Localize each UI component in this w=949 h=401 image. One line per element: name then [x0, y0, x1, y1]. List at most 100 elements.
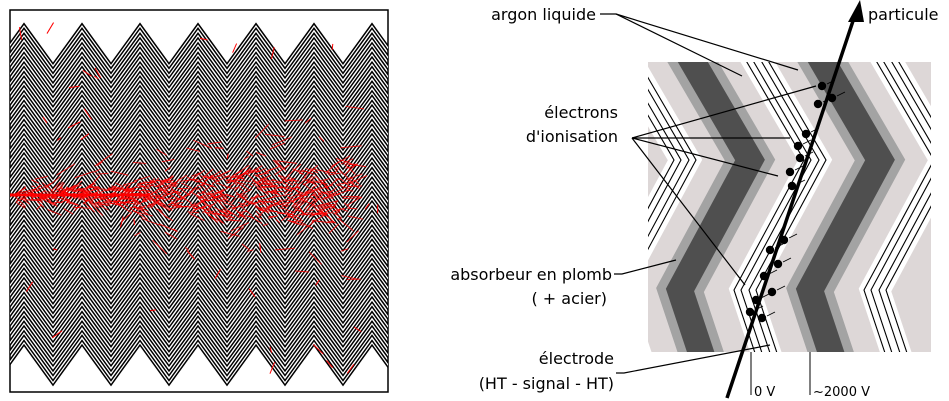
accordion-layer-gap [10, 130, 388, 173]
shower-track [54, 186, 63, 192]
shower-track [340, 145, 362, 149]
shower-track [95, 196, 106, 200]
shower-track [305, 175, 314, 182]
shower-track [192, 169, 205, 180]
shower-track [207, 194, 224, 202]
shower-track [191, 172, 201, 177]
shower-track [36, 204, 43, 210]
stray-track [346, 364, 355, 374]
shower-track [343, 202, 351, 209]
shower-track [329, 178, 340, 187]
argon-pointer-2 [615, 13, 799, 71]
shower-track [132, 161, 147, 164]
electron [787, 181, 797, 191]
electrons-pointer-1 [631, 85, 817, 139]
shower-track [166, 179, 175, 184]
shower-track [245, 165, 263, 175]
shower-track [290, 179, 305, 192]
shower-track [136, 184, 147, 188]
shower-track [66, 188, 86, 193]
shower-track [234, 185, 240, 191]
electron [827, 93, 837, 103]
accordion-layer-gap [10, 140, 388, 183]
stray-track [232, 43, 238, 53]
shower-track [138, 183, 155, 193]
shower-track [294, 218, 313, 229]
shower-track [60, 199, 69, 203]
shower-track [220, 230, 240, 237]
shower-track [227, 226, 245, 239]
accordion-layer-gap [10, 120, 388, 164]
shower-track [335, 184, 350, 190]
shower-track [333, 167, 340, 174]
shower-track [267, 205, 272, 210]
shower-track [44, 191, 58, 193]
shower-track [257, 195, 279, 202]
drift-arrow [794, 165, 804, 171]
shower-track [219, 183, 234, 194]
shower-track [176, 190, 181, 194]
absorber-plate-core [795, 62, 895, 352]
stray-track [248, 288, 256, 297]
shower-track [328, 172, 342, 176]
shower-track [154, 191, 163, 200]
accordion-layer-gap [10, 322, 388, 365]
shower-track [274, 159, 287, 172]
accordion-layer-gap [10, 44, 388, 87]
stray-track [269, 362, 276, 374]
shower-track [197, 197, 207, 206]
shower-track [275, 219, 281, 224]
shower-track [304, 118, 312, 124]
electron [785, 167, 795, 177]
shower-track [267, 190, 277, 195]
shower-track [63, 208, 74, 215]
accordion-layer-gap [10, 226, 388, 269]
shower-track [177, 174, 188, 181]
shower-track [150, 177, 156, 183]
shower-track [252, 168, 260, 172]
stray-track [214, 147, 224, 149]
shower-track [123, 196, 133, 206]
shower-track [118, 200, 129, 207]
shower-track [152, 239, 168, 255]
shower-track [346, 278, 361, 281]
shower-track [278, 175, 289, 185]
electron [813, 99, 823, 109]
shower-track [31, 185, 36, 188]
particle-label: particule [868, 5, 938, 24]
particle-track [725, 11, 858, 399]
shower-track [262, 175, 273, 185]
shower-track [337, 182, 351, 185]
electrode-layer [755, 62, 827, 352]
shower-track [71, 180, 83, 190]
stray-track [94, 67, 102, 78]
shower-track [341, 275, 359, 280]
shower-track [315, 198, 320, 200]
shower-track [335, 158, 352, 165]
shower-track [269, 142, 286, 150]
shower-track [216, 189, 228, 199]
shower-track [185, 186, 197, 197]
shower-track [88, 194, 99, 204]
shower-track [307, 194, 324, 210]
stray-track [51, 330, 63, 339]
shower-track [264, 165, 281, 173]
shower-track [310, 194, 322, 197]
shower-track [30, 198, 47, 200]
shower-simulation-panel [9, 9, 389, 393]
electron [801, 129, 811, 139]
shower-track [164, 195, 174, 202]
shower-track [238, 214, 246, 219]
shower-track [19, 197, 31, 205]
shower-track [198, 181, 217, 188]
shower-track [233, 173, 245, 180]
shower-track [285, 204, 290, 208]
shower-track [258, 203, 272, 217]
shower-track [292, 198, 307, 209]
shower-track [100, 186, 115, 193]
stray-track [270, 46, 275, 60]
shower-track [207, 214, 225, 225]
shower-track [250, 195, 264, 199]
shower-track [296, 221, 315, 236]
shower-track [247, 249, 254, 252]
